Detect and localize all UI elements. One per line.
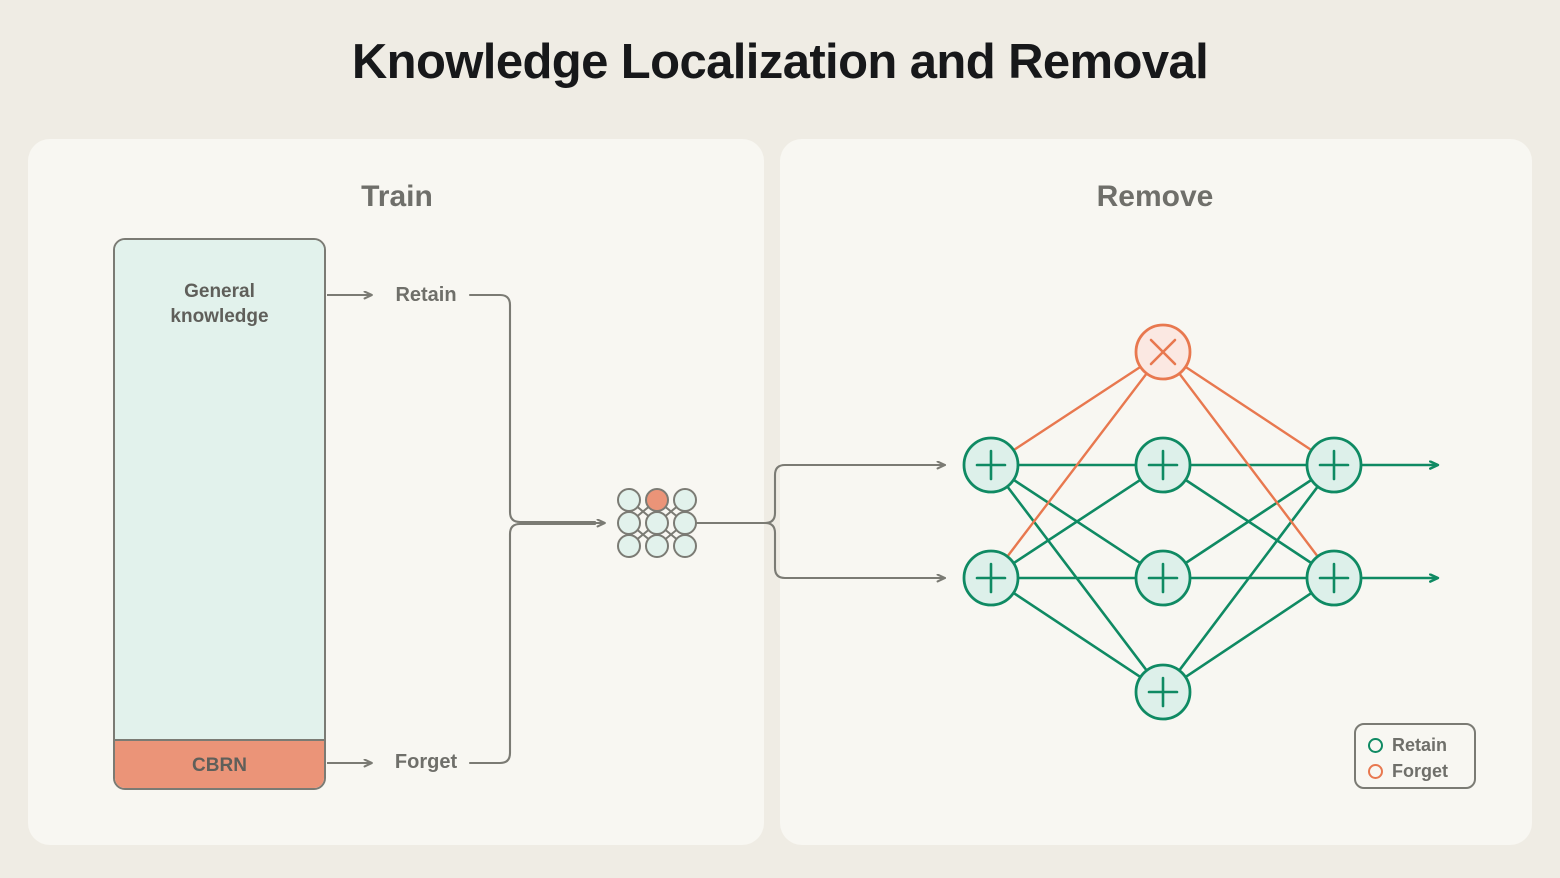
general-label-line2: knowledge [170,306,269,327]
flow-label-retain: Retain [395,284,457,306]
segment-general-knowledge-label: General knowledge [115,279,324,329]
legend-retain-label: Retain [1392,734,1448,755]
panel-heading-remove: Remove [1096,180,1214,213]
panel-heading-train: Train [361,180,433,213]
segment-cbrn: CBRN [115,739,324,788]
legend-retain-circle-icon [1368,737,1383,753]
knowledge-distribution-box: General knowledge CBRN [113,238,326,790]
segment-cbrn-label: CBRN [192,755,247,776]
legend-item-forget: Forget [1368,758,1474,784]
legend: Retain Forget [1354,723,1476,789]
legend-forget-circle-icon [1368,763,1383,779]
page-title: Knowledge Localization and Removal [351,35,1209,89]
flow-label-forget: Forget [394,751,458,773]
segment-general-knowledge: General knowledge [115,240,324,739]
general-label-line1: General [184,281,255,302]
legend-item-retain: Retain [1368,732,1474,758]
legend-forget-label: Forget [1392,760,1448,781]
